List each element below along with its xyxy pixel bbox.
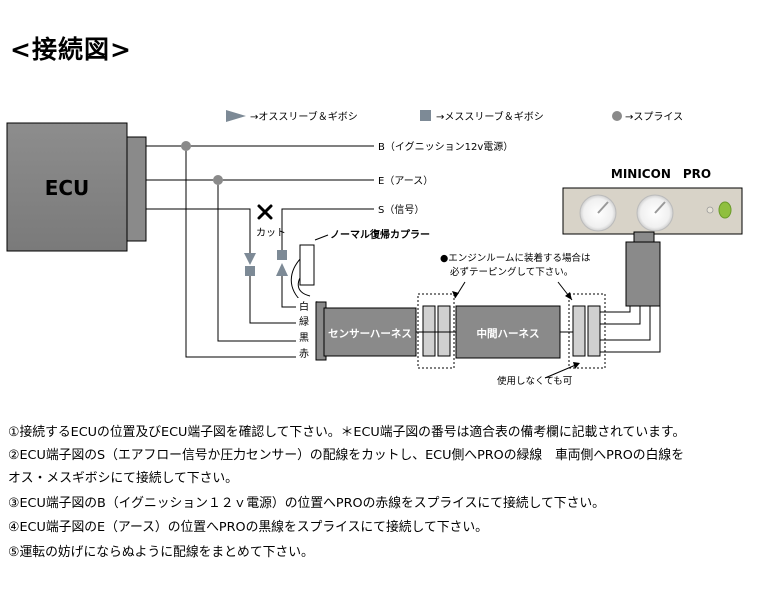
connector-2a	[572, 305, 586, 357]
sensor-harness: センサーハーネス	[315, 301, 417, 361]
instruction-1: ①接続するECUの位置及びECU端子図を確認して下さい。＊ECU端子図の番号は適…	[8, 425, 686, 440]
instruction-3: ③ECU端子図のB（イグニッション１２ｖ電源）の位置へPROの赤線をスプライスに…	[8, 496, 605, 511]
male-connector-vehicle-side	[276, 263, 288, 276]
black-wire	[217, 180, 318, 342]
connector-pair-2	[560, 293, 606, 369]
connector-pair-1	[416, 293, 458, 369]
female-connector-vehicle-side	[277, 250, 287, 260]
sensor-harness-box	[323, 307, 417, 357]
wire-color-labels: 白 緑 黒 赤	[296, 298, 316, 362]
splice-icon	[612, 111, 622, 121]
ecu-label: ECU	[45, 176, 90, 200]
male-sleeve-icon	[226, 110, 246, 122]
connector-2-dashed-outline	[568, 293, 606, 369]
b-wire-label: B（イグニッション12v電源）	[378, 140, 513, 153]
minicon-pro: MINICON PRO	[562, 167, 743, 307]
s-wire-vehicle-side	[281, 208, 374, 255]
engine-note: ●エンジンルームに装着する場合は 必ずテーピングして下さい。	[440, 252, 591, 301]
device-connector	[633, 231, 655, 243]
device-label: MINICON PRO	[611, 167, 711, 181]
instruction-2-cont: オス・メスギボシにて接続して下さい。	[8, 471, 238, 486]
coupler-label: ノーマル復帰カプラー	[330, 228, 430, 241]
splice-b	[181, 141, 191, 151]
female-sleeve-icon	[420, 110, 431, 121]
coupler-body	[299, 244, 315, 286]
white-wire-label: 白	[299, 300, 309, 313]
unused-note: 使用しなくても可	[497, 362, 580, 387]
pro-wires	[600, 300, 661, 353]
led-icon	[706, 206, 714, 214]
engine-note-line1: ●エンジンルームに装着する場合は	[440, 252, 591, 264]
connector-1-dashed-outline	[417, 293, 455, 369]
note-arrow-right-head	[565, 292, 572, 300]
pro-wire-2	[600, 300, 641, 325]
middle-harness-box	[455, 305, 561, 359]
s-wire-ecu-side	[146, 208, 251, 255]
red-wire	[185, 146, 318, 358]
device-cable-sleeve	[625, 241, 661, 307]
legend-splice-label: →スプライス	[625, 111, 683, 123]
knob-right-pointer	[654, 201, 666, 214]
middle-harness: 中間ハーネス	[455, 305, 561, 359]
unused-arrow-head	[573, 362, 580, 369]
pro-wire-4	[600, 300, 661, 353]
green-wire	[249, 275, 318, 324]
coupler-pointer	[314, 234, 329, 241]
sensor-harness-label: センサーハーネス	[328, 328, 412, 340]
instruction-2: ②ECU端子図のS（エアフロー信号か圧力センサー）の配線をカットし、ECU側へP…	[8, 448, 684, 463]
legend-female-label: →メススリーブ＆ギボシ	[436, 110, 544, 123]
instruction-5: ⑤運転の妨げにならぬように配線をまとめて下さい。	[8, 545, 314, 560]
e-wire-label: E（アース）	[378, 175, 433, 187]
engine-note-line2: 必ずテーピングして下さい。	[450, 266, 573, 278]
normal-coupler: ノーマル復帰カプラー	[299, 228, 430, 286]
legend-male-label: →オススリーブ＆ギボシ	[250, 110, 358, 123]
connector-2b	[587, 305, 601, 357]
male-connector-ecu-side	[244, 253, 256, 265]
unused-arrow	[544, 363, 579, 379]
cut-label: カット	[256, 227, 286, 239]
pro-wire-3	[600, 300, 651, 341]
cut-mark: カット	[256, 204, 286, 239]
wiring-diagram: →オススリーブ＆ギボシ →メススリーブ＆ギボシ →スプライス ECU B（イグニ…	[6, 110, 743, 387]
red-wire-label: 赤	[299, 348, 309, 360]
instruction-4: ④ECU端子図のE（アース）の位置へPROの黒線をスプライスにて接続して下さい。	[8, 520, 488, 535]
middle-harness-label: 中間ハーネス	[477, 327, 540, 340]
ecu-unit: ECU	[6, 122, 147, 252]
ecu-box	[6, 122, 128, 252]
knob-left-pointer	[597, 201, 609, 214]
connector-1a	[422, 305, 436, 357]
green-wire-label: 緑	[299, 315, 309, 328]
s-wire-label: S（信号）	[378, 204, 424, 216]
wire-label-box	[296, 298, 316, 362]
black-wire-label: 黒	[299, 332, 309, 344]
status-indicator-icon	[718, 201, 732, 219]
female-connector-ecu-side	[245, 266, 255, 276]
splice-e	[213, 175, 223, 185]
unused-note-label: 使用しなくても可	[497, 375, 572, 387]
note-arrow-left-head	[452, 291, 459, 298]
connector-1b	[437, 305, 451, 357]
legend: →オススリーブ＆ギボシ →メススリーブ＆ギボシ →スプライス	[226, 110, 683, 123]
cut-x-icon	[257, 204, 273, 220]
wires	[146, 145, 374, 358]
page-title: <接続図>	[10, 35, 132, 64]
